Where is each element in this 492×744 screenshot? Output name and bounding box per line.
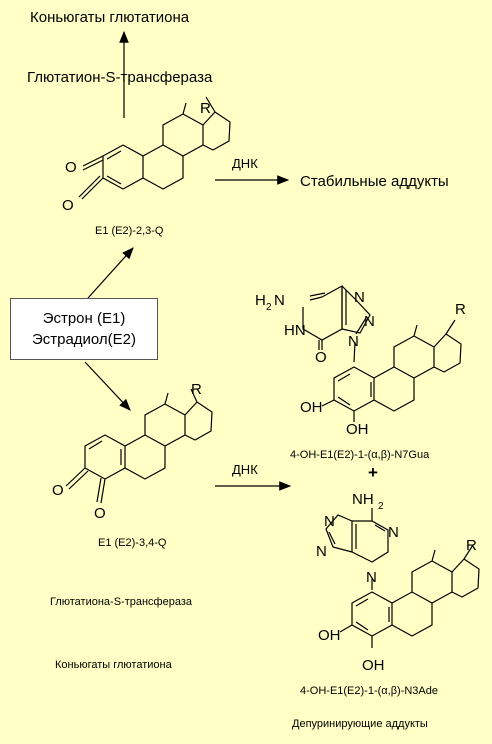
depurinating-adducts-label: Депуринирующие аддукты	[292, 718, 428, 730]
top-r-group: R	[200, 100, 211, 117]
n7gua-adduct-structure	[302, 284, 462, 422]
top-oxygen-1: O	[65, 159, 77, 176]
top-enzyme-label: Глютатион-S-трансфераза	[27, 69, 213, 86]
ade-nh2-sub: 2	[378, 501, 384, 512]
ade-r-group: R	[466, 537, 477, 554]
ade-n-right: N	[388, 524, 399, 541]
ade-n-top: N	[324, 513, 335, 530]
gua-nh: HN	[284, 322, 306, 339]
bottom-r-group: R	[191, 381, 202, 398]
bottom-enzyme-label: Глютатиона-S-трансфераза	[50, 596, 193, 608]
top-conjugates-label: Коньюгаты глютатиона	[30, 9, 190, 26]
gua-h2n-sub: 2	[266, 302, 272, 313]
gua-n-right: N	[364, 313, 375, 330]
estrogen-box: Эстрон (E1) Эстрадиол(E2)	[10, 298, 158, 360]
gua-oh-3: OH	[300, 399, 323, 416]
n3ade-adduct-structure	[325, 508, 480, 648]
top-oxygen-2: O	[62, 197, 74, 214]
stable-adducts-label: Стабильные аддукты	[300, 173, 449, 190]
plus-sign: +	[368, 463, 378, 482]
box-to-top-arrow	[87, 247, 134, 299]
gua-oxygen: O	[315, 349, 327, 366]
ade-oh-3: OH	[318, 627, 341, 644]
gua-h2n-h: H	[255, 292, 266, 309]
bottom-quinone-label: E1 (E2)-3,4-Q	[98, 537, 167, 549]
top-quinone-label: E1 (E2)-2,3-Q	[95, 225, 164, 237]
ade-nh2-nh: NH	[352, 491, 374, 508]
ade-oh-4: OH	[362, 657, 385, 674]
gua-n-link: N	[348, 333, 359, 350]
steroid-3-4-quinone	[65, 388, 213, 504]
estrone-label: Эстрон (E1)	[42, 310, 126, 327]
n3ade-label: 4-OH-E1(E2)-1-(α,β)-N3Ade	[300, 685, 438, 697]
box-to-bottom-arrow	[84, 361, 131, 411]
gua-oh-4: OH	[346, 421, 369, 438]
gua-n-top: N	[354, 289, 365, 306]
top-dna-label: ДНК	[232, 156, 258, 171]
steroid-2-3-quinone	[78, 96, 231, 200]
n7gua-label: 4-OH-E1(E2)-1-(α,β)-N7Gua	[290, 449, 430, 461]
estradiol-label: Эстрадиол(E2)	[31, 331, 137, 348]
bottom-conjugates-label: Коньюгаты глютатиона	[55, 659, 173, 671]
bottom-oxygen-2: O	[94, 505, 106, 522]
bottom-oxygen-1: O	[52, 482, 64, 499]
gua-h2n-n: N	[274, 292, 285, 309]
ade-n-link: N	[366, 569, 377, 586]
gua-r-group: R	[455, 301, 466, 318]
ade-n-left: N	[316, 543, 327, 560]
bottom-dna-label: ДНК	[232, 462, 258, 477]
